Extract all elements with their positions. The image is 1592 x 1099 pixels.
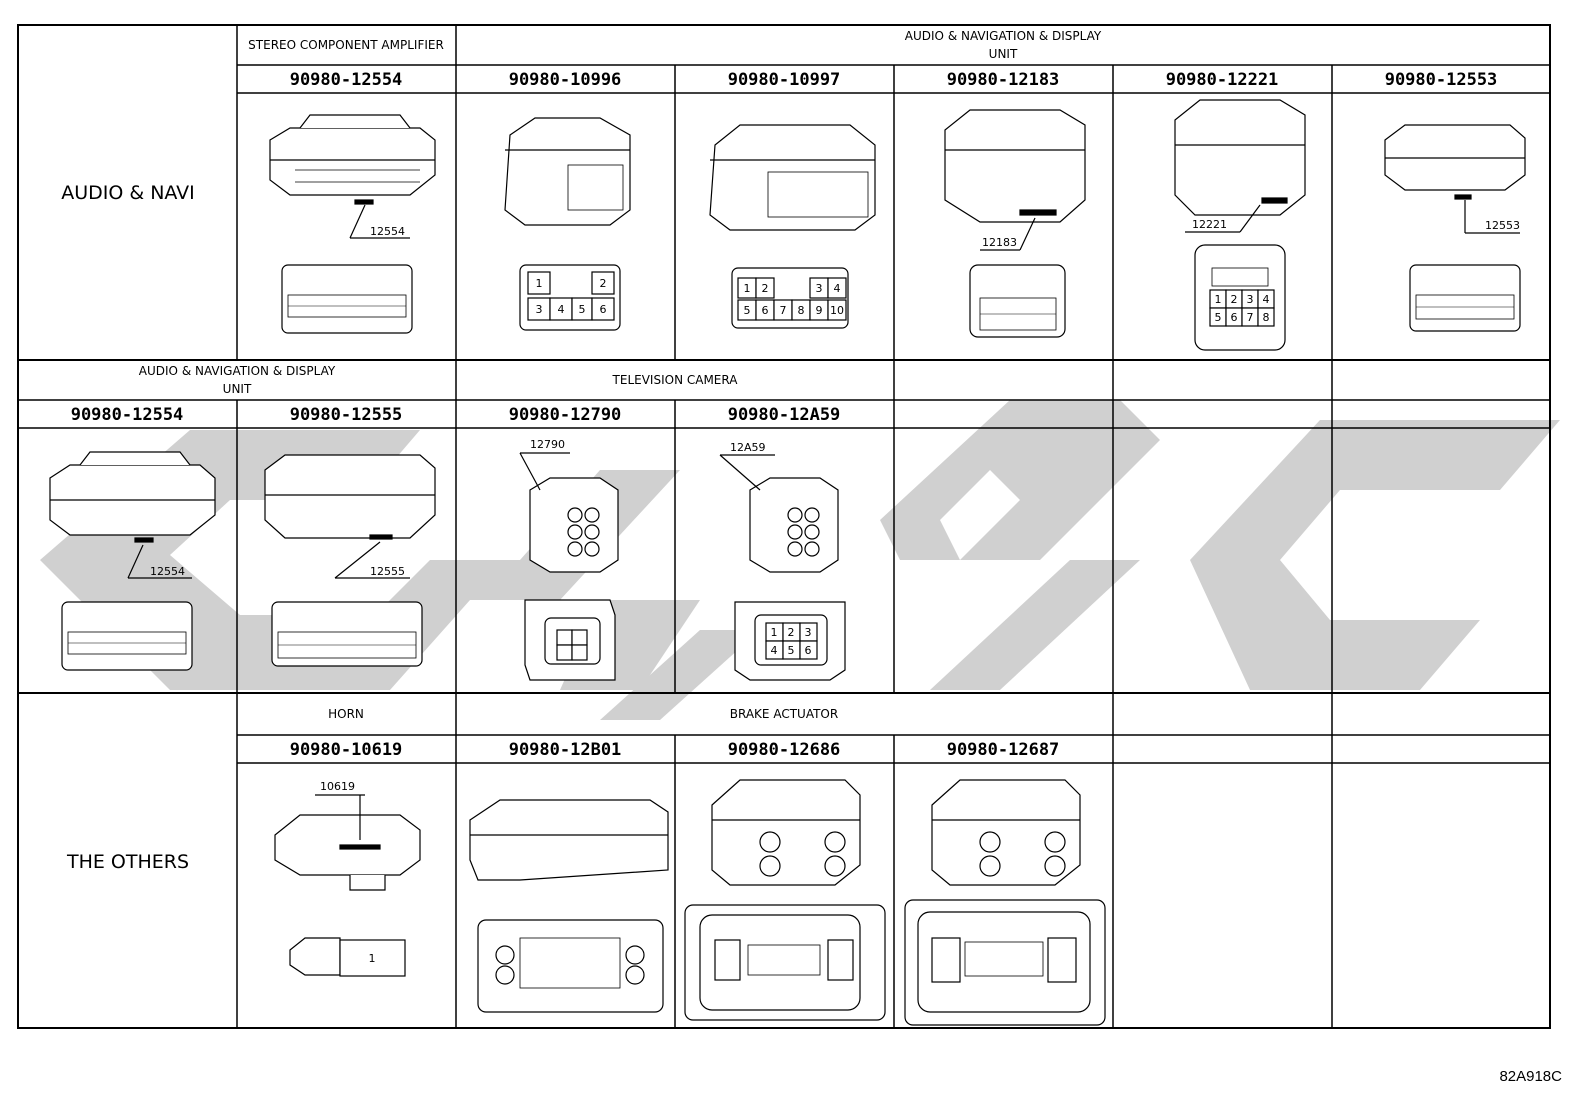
pin-label: 1 [1215, 293, 1222, 306]
connector-12183-drawing [944, 109, 1086, 338]
pin-label: 1 [744, 282, 751, 295]
pin-label: 1 [369, 952, 376, 965]
pin-label: 2 [600, 277, 607, 290]
connector-10619-drawing [274, 794, 421, 977]
connector-tag: 12554 [150, 565, 185, 578]
header-stereo-amplifier: STEREO COMPONENT AMPLIFIER [248, 38, 444, 52]
part-number: 90980-12B01 [509, 740, 622, 760]
connector-tag: 12790 [530, 438, 565, 451]
connector-tag: 12183 [982, 236, 1017, 249]
part-number: 90980-12221 [1166, 70, 1279, 90]
header-audio-nav-display-2-unit: UNIT [223, 382, 252, 396]
pin-grid-12221 [1209, 289, 1275, 327]
connector-12b01-drawing [469, 799, 669, 1013]
pin-label: 7 [780, 304, 787, 317]
pin-label: 6 [805, 644, 812, 657]
connector-tag: 12554 [370, 225, 405, 238]
connector-tag: 10619 [320, 780, 355, 793]
part-number: 90980-12555 [290, 405, 403, 425]
pin-label: 8 [798, 304, 805, 317]
part-number: 90980-10997 [728, 70, 841, 90]
pin-label: 6 [1231, 311, 1238, 324]
header-television-camera: TELEVISION CAMERA [612, 373, 739, 387]
pin-grid-12a59 [765, 622, 818, 660]
connector-12553-drawing [1384, 124, 1526, 332]
pin-label: 2 [762, 282, 769, 295]
connector-12555-drawing [264, 454, 436, 667]
table-grid [17, 24, 1551, 1029]
connector-10997-drawing [709, 124, 876, 329]
pin-grid-10997 [737, 277, 847, 321]
connector-12554-drawing-row2 [49, 451, 216, 671]
pin-label: 10 [830, 304, 844, 317]
part-number: 90980-12183 [947, 70, 1060, 90]
pin-label: 4 [1263, 293, 1270, 306]
pin-label: 5 [579, 303, 586, 316]
pin-label: 9 [816, 304, 823, 317]
pin-label: 4 [834, 282, 841, 295]
pin-label: 5 [788, 644, 795, 657]
pin-grid-12790 [556, 629, 588, 661]
pin-label: 1 [536, 277, 543, 290]
reference-code: 82A918C [1499, 1068, 1562, 1085]
part-number: 90980-10996 [509, 70, 622, 90]
connector-12686-drawing [684, 779, 886, 1021]
connector-tag: 12221 [1192, 218, 1227, 231]
pin-label: 1 [771, 626, 778, 639]
connector-tag: 12555 [370, 565, 405, 578]
pin-label: 3 [536, 303, 543, 316]
header-audio-nav-display-2: AUDIO & NAVIGATION & DISPLAY [139, 364, 336, 378]
section-label-the-others: THE OTHERS [66, 851, 189, 873]
connector-12687-drawing [904, 779, 1106, 1026]
connector-tag: 12A59 [730, 441, 766, 454]
section-label-audio-navi: AUDIO & NAVI [61, 182, 195, 204]
header-audio-nav-display: AUDIO & NAVIGATION & DISPLAY [905, 29, 1102, 43]
pin-label: 5 [744, 304, 751, 317]
pin-label: 2 [1231, 293, 1238, 306]
header-audio-nav-display-unit: UNIT [989, 47, 1018, 61]
part-number: 90980-12687 [947, 740, 1060, 760]
connector-tag: 12553 [1485, 219, 1520, 232]
pin-grid-10996 [527, 271, 615, 321]
part-number: 90980-12554 [71, 405, 184, 425]
pin-label: 4 [558, 303, 565, 316]
pin-label: 4 [771, 644, 778, 657]
pin-label: 5 [1215, 311, 1222, 324]
pin-label: 6 [600, 303, 607, 316]
header-horn: HORN [328, 707, 364, 721]
part-number: 90980-10619 [290, 740, 403, 760]
pin-label: 8 [1263, 311, 1270, 324]
pin-label: 6 [762, 304, 769, 317]
pin-label: 3 [805, 626, 812, 639]
part-number: 90980-12553 [1385, 70, 1498, 90]
pin-label: 3 [816, 282, 823, 295]
part-number: 90980-12554 [290, 70, 403, 90]
pin-label: 3 [1247, 293, 1254, 306]
part-number: 90980-12686 [728, 740, 841, 760]
header-brake-actuator: BRAKE ACTUATOR [730, 707, 838, 721]
part-number: 90980-12790 [509, 405, 622, 425]
connector-12554-drawing [269, 114, 436, 334]
pin-label: 2 [788, 626, 795, 639]
part-number: 90980-12A59 [728, 405, 841, 425]
pin-label: 7 [1247, 311, 1254, 324]
